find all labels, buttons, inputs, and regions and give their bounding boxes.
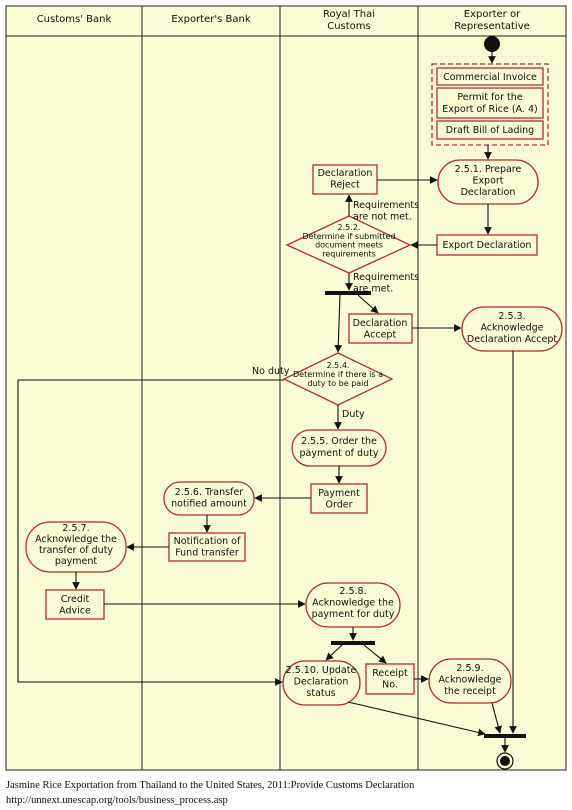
commercial-invoice-box (436, 67, 544, 86)
flow-noduty-to-update (17, 379, 284, 686)
draft-bill-box (436, 120, 544, 140)
export-declaration-label: Export Declaration (443, 240, 532, 251)
caption-title: Jasmine Rice Exportation from Thailand t… (6, 780, 415, 791)
acknowledge-accept-action (461, 306, 563, 352)
payment-order-box (310, 483, 368, 514)
guard-duty: Duty (342, 409, 365, 420)
flow-fork1-to-accept (357, 294, 379, 314)
lane-title-customs-bank: Customs' Bank (37, 14, 112, 25)
connectors (17, 52, 517, 753)
receipt-no-box (365, 663, 415, 695)
flow-ackreceipt-to-join (491, 702, 502, 734)
notification-transfer-box (168, 532, 246, 562)
lane-exporters-bank (141, 5, 281, 771)
caption-url: http://unnext.unescap.org/tools/business… (6, 795, 228, 806)
declaration-accept-box (348, 313, 413, 344)
fork-bar-2 (331, 641, 375, 645)
final-node-outer (496, 752, 514, 770)
initial-node (484, 36, 500, 52)
final-node-inner (500, 756, 510, 766)
update-status-action (282, 660, 361, 706)
document-group (431, 63, 549, 146)
join-bar-final (484, 734, 526, 738)
fork-bar-1 (325, 291, 371, 295)
declaration-reject-box (312, 164, 378, 195)
flow-fork1-to-dutydecision (334, 294, 343, 353)
lane-customs-bank (5, 5, 143, 771)
activity-diagram: Customs' Bank Exporter's Bank Royal Thai… (5, 5, 567, 771)
flow-fork2-to-receipt (363, 644, 387, 664)
flow-fork2-to-update (325, 644, 343, 661)
commercial-invoice-label: Commercial Invoice (443, 72, 537, 83)
flow-update-to-join (347, 701, 486, 737)
transfer-amount-action (163, 481, 255, 516)
lane-title-exporters-bank: Exporter's Bank (171, 14, 250, 25)
draft-bill-label: Draft Bill of Lading (446, 125, 534, 136)
permit-rice-box (436, 87, 544, 119)
guard-no-duty: No duty (252, 366, 290, 377)
acknowledge-receipt-action (428, 658, 512, 704)
